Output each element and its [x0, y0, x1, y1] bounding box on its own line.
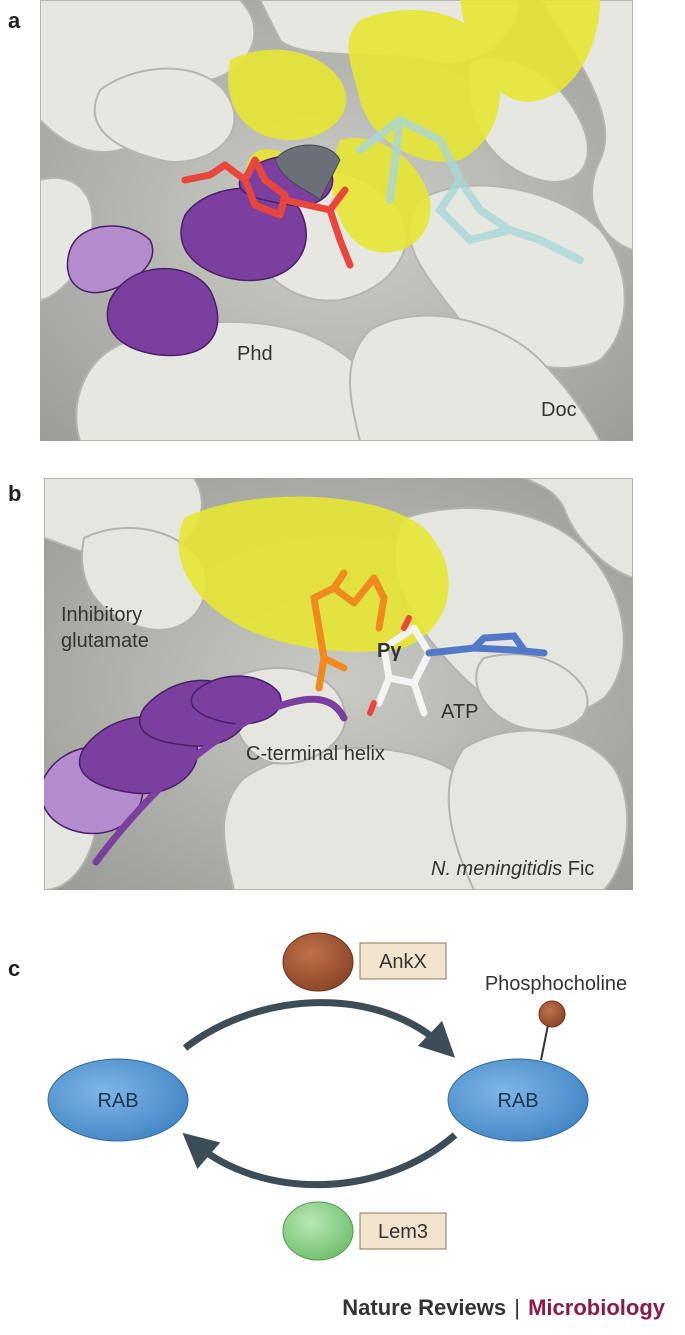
panel-a-letter: a: [8, 8, 21, 33]
panel-a-svg: [40, 0, 633, 441]
footer-separator: |: [514, 1295, 520, 1320]
organism-name: N. meningitidis: [431, 858, 563, 880]
phd-label: Phd: [237, 343, 273, 365]
lem3-box: [359, 1212, 447, 1250]
rab-left: [47, 1058, 189, 1142]
ankx-ball: [282, 932, 354, 992]
forward-arrow: [182, 999, 456, 1058]
panel-b-svg: [44, 478, 633, 890]
rab-left-label: RAB: [97, 1090, 138, 1112]
panel-a-structure-image: [40, 0, 633, 441]
phosphocholine-label: Phosphocholine: [485, 973, 627, 995]
protein-name: Fic: [567, 858, 595, 880]
panel-c-letter: c: [8, 956, 21, 981]
ankx-box: [359, 942, 447, 980]
atp-label: ATP: [441, 701, 479, 723]
rab-right: [447, 1058, 589, 1142]
lem3-label: Lem3: [378, 1221, 428, 1243]
c-terminal-helix-label: C-terminal helix: [246, 743, 385, 765]
journal-footer: Nature Reviews | Microbiology: [342, 1295, 665, 1321]
doc-label: Doc: [541, 399, 577, 421]
panel-c-diagram: AnkX RAB RAB Phosphocholine Lem3: [47, 932, 627, 1261]
panel-b-letter: b: [8, 481, 22, 506]
panel-b-structure-image: [44, 478, 633, 890]
lem3-ball: [282, 1201, 354, 1261]
ankx-label: AnkX: [379, 951, 427, 973]
inhibitory-glutamate-label-line1: Inhibitory: [61, 604, 143, 626]
p-gamma-label: Pγ: [377, 640, 402, 662]
phosphocholine-ball: [538, 1000, 566, 1028]
rab-right-label: RAB: [497, 1090, 538, 1112]
inhibitory-glutamate-label-line2: glutamate: [61, 630, 149, 652]
phosphocholine-stalk: [540, 1024, 549, 1061]
journal-name: Nature Reviews: [342, 1295, 507, 1320]
journal-section: Microbiology: [528, 1295, 665, 1320]
organism-label: N. meningitidis Fic: [431, 858, 594, 881]
reverse-arrow: [182, 1132, 458, 1189]
